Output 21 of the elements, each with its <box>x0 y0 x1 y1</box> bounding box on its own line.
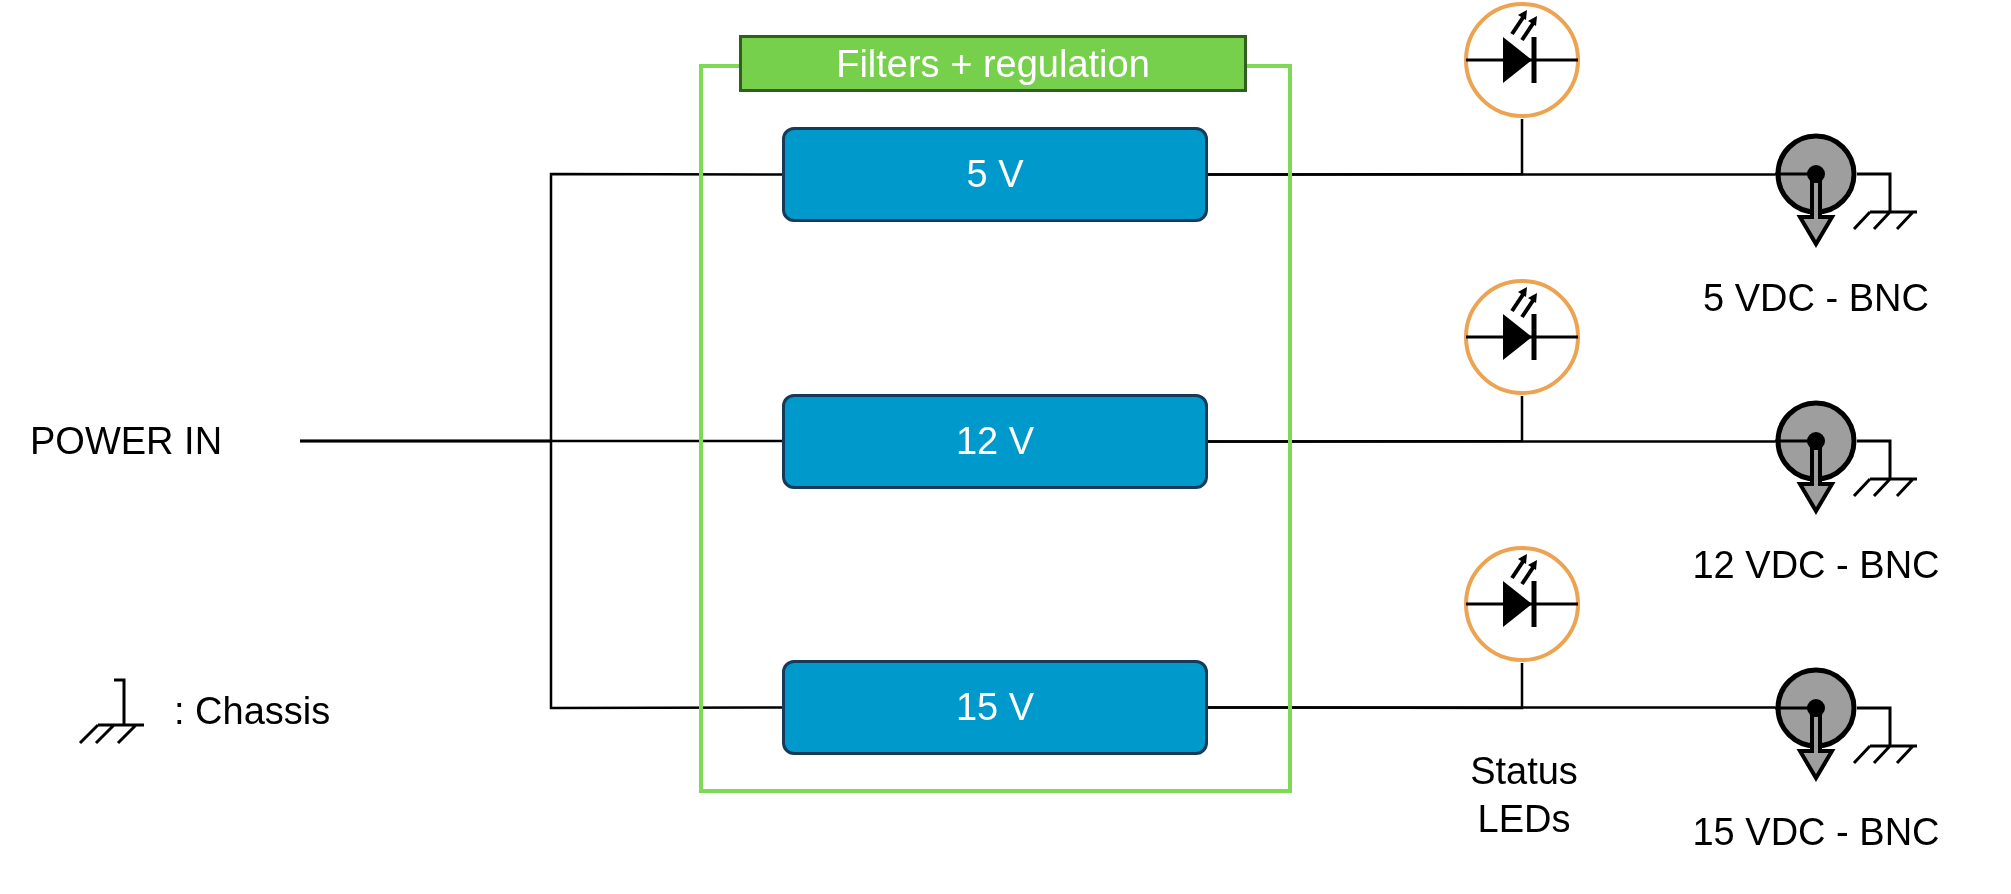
wire <box>1208 173 1775 176</box>
bnc-connector-symbol <box>1775 133 1857 249</box>
regulator-box: 12 V <box>782 394 1208 489</box>
led-symbol <box>1463 545 1581 663</box>
regulator-box: 5 V <box>782 127 1208 222</box>
led-symbol <box>1463 1 1581 119</box>
group-frame <box>699 35 1292 793</box>
led-symbol <box>1463 278 1581 396</box>
bnc-connector-symbol <box>1775 400 1857 516</box>
wire <box>1208 706 1775 709</box>
wire <box>300 439 782 710</box>
connector-label: 5 VDC - BNC <box>1703 279 1929 317</box>
regulator-box: 15 V <box>782 660 1208 755</box>
group-title: Filters + regulation <box>739 35 1247 92</box>
input-label: POWER IN <box>30 416 300 466</box>
bnc-connector-symbol <box>1775 667 1857 783</box>
legend-label: : Chassis <box>174 688 331 734</box>
wire <box>1208 440 1775 443</box>
connector-label: 15 VDC - BNC <box>1692 813 1940 851</box>
connector-label: 12 VDC - BNC <box>1692 546 1940 584</box>
note-label: Status LEDs <box>1469 749 1579 842</box>
